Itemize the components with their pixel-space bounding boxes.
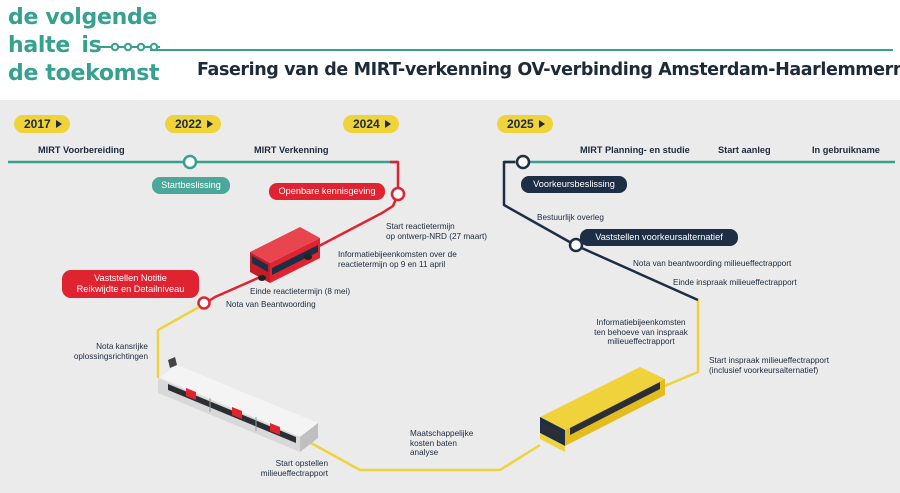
label-nota-beantwoording: Nota van Beantwoording <box>226 300 316 309</box>
startbeslissing-node <box>182 154 198 170</box>
label-nota-kans-1: Nota kansrijke <box>96 342 148 351</box>
year-2017-label: 2017 <box>24 117 51 131</box>
label-nota-kans-2: oplossingsrichtingen <box>73 351 148 361</box>
label-nota-kans: Nota kansrijke oplossingsrichtingen <box>68 342 148 361</box>
label-start-mer: Start opstellen milieueffectrapport <box>230 459 328 478</box>
label-start-inspraak-1: Start inspraak milieueffectrapport <box>709 356 829 365</box>
play-icon <box>56 120 62 128</box>
label-start-inspraak: Start inspraak milieueffectrapport (incl… <box>709 356 829 375</box>
label-info-2: reactietermijn op 9 en 11 april <box>338 259 446 269</box>
logo-line-3: de toekomst <box>8 61 160 86</box>
notitie-node <box>197 296 211 310</box>
label-mkba: Maatschappelijke kosten baten analyse <box>410 429 473 458</box>
phase-voorbereiding: MIRT Voorbereiding <box>38 145 125 155</box>
badge-kennisgeving: Openbare kennisgeving <box>269 183 385 200</box>
label-nota-mer: Nota van beantwoording milieueffectrappo… <box>633 259 792 268</box>
play-icon <box>385 120 391 128</box>
phase-start-aanleg: Start aanleg <box>718 145 771 155</box>
year-badge-2025: 2025 <box>497 115 553 133</box>
yellow-route <box>156 300 700 472</box>
badge-startbeslissing: Startbeslissing <box>152 177 230 194</box>
phase-verkenning: MIRT Verkenning <box>254 145 329 155</box>
voorkeursalternatief-node <box>568 237 584 253</box>
label-info-1: Informatiebijeenkomsten over de <box>338 250 457 259</box>
label-start-mer-2: milieueffectrapport <box>260 468 328 478</box>
year-2024-label: 2024 <box>353 117 380 131</box>
phase-in-gebruik: In gebruikname <box>812 145 880 155</box>
label-bestuurlijk: Bestuurlijk overleg <box>537 213 604 222</box>
kennisgeving-node <box>390 186 406 202</box>
logo-line-2: halte is <box>8 33 102 58</box>
label-start-mer-1: Start opstellen <box>275 459 328 468</box>
play-icon <box>207 120 213 128</box>
page-title: Fasering van de MIRT-verkenning OV-verbi… <box>197 60 900 80</box>
logo-word-is: is <box>81 33 102 58</box>
label-einde-inspraak: Einde inspraak milieueffectrapport <box>673 278 797 287</box>
tram-illustration <box>158 357 318 452</box>
navy-route <box>502 160 699 302</box>
label-info: Informatiebijeenkomsten over de reactiet… <box>338 250 457 269</box>
logo-line-icon <box>98 42 893 52</box>
year-badge-2022: 2022 <box>165 115 221 133</box>
label-info-mer: Informatiebijeenkomsten ten behoeve van … <box>585 318 697 347</box>
year-2022-label: 2022 <box>175 117 202 131</box>
year-badge-2024: 2024 <box>343 115 399 133</box>
voorkeursbeslissing-node <box>515 154 531 170</box>
label-info-mer-2: ten behoeve van inspraak <box>594 327 688 337</box>
year-2025-label: 2025 <box>507 117 534 131</box>
badge-notitie-line2: Reikwijdte en Detailniveau <box>76 284 185 294</box>
label-mkba-3: analyse <box>410 448 439 457</box>
label-einde-reactie: Einde reactietermijn (8 mei) <box>250 287 351 296</box>
train-illustration <box>540 367 665 452</box>
badge-notitie-line1: Vaststellen Notitie <box>94 273 167 283</box>
label-info-mer-1: Informatiebijeenkomsten <box>596 318 686 327</box>
logo-word-halte: halte <box>8 33 70 58</box>
badge-voorkeursalternatief: Vaststellen voorkeursalternatief <box>580 229 738 246</box>
badge-voorkeursbeslissing: Voorkeursbeslissing <box>521 176 627 193</box>
play-icon <box>539 120 545 128</box>
badge-notitie: Vaststellen Notitie Reikwijdte en Detail… <box>62 270 199 298</box>
label-start-reactie-2: op ontwerp-NRD (27 maart) <box>386 231 488 241</box>
bus-illustration <box>250 227 320 283</box>
label-info-mer-3: milieueffectrapport <box>607 337 675 346</box>
red-route <box>203 160 400 306</box>
label-mkba-1: Maatschappelijke <box>410 429 474 438</box>
label-start-reactie: Start reactietermijn op ontwerp-NRD (27 … <box>386 222 487 241</box>
logo-line-1: de volgende <box>8 5 158 30</box>
label-start-inspraak-2: (inclusief voorkeursalternatief) <box>709 365 819 375</box>
label-start-reactie-1: Start reactietermijn <box>386 222 455 231</box>
label-mkba-2: kosten baten <box>410 438 457 448</box>
year-badge-2017: 2017 <box>14 115 70 133</box>
phase-planstudie: MIRT Planning- en studie <box>580 145 690 155</box>
